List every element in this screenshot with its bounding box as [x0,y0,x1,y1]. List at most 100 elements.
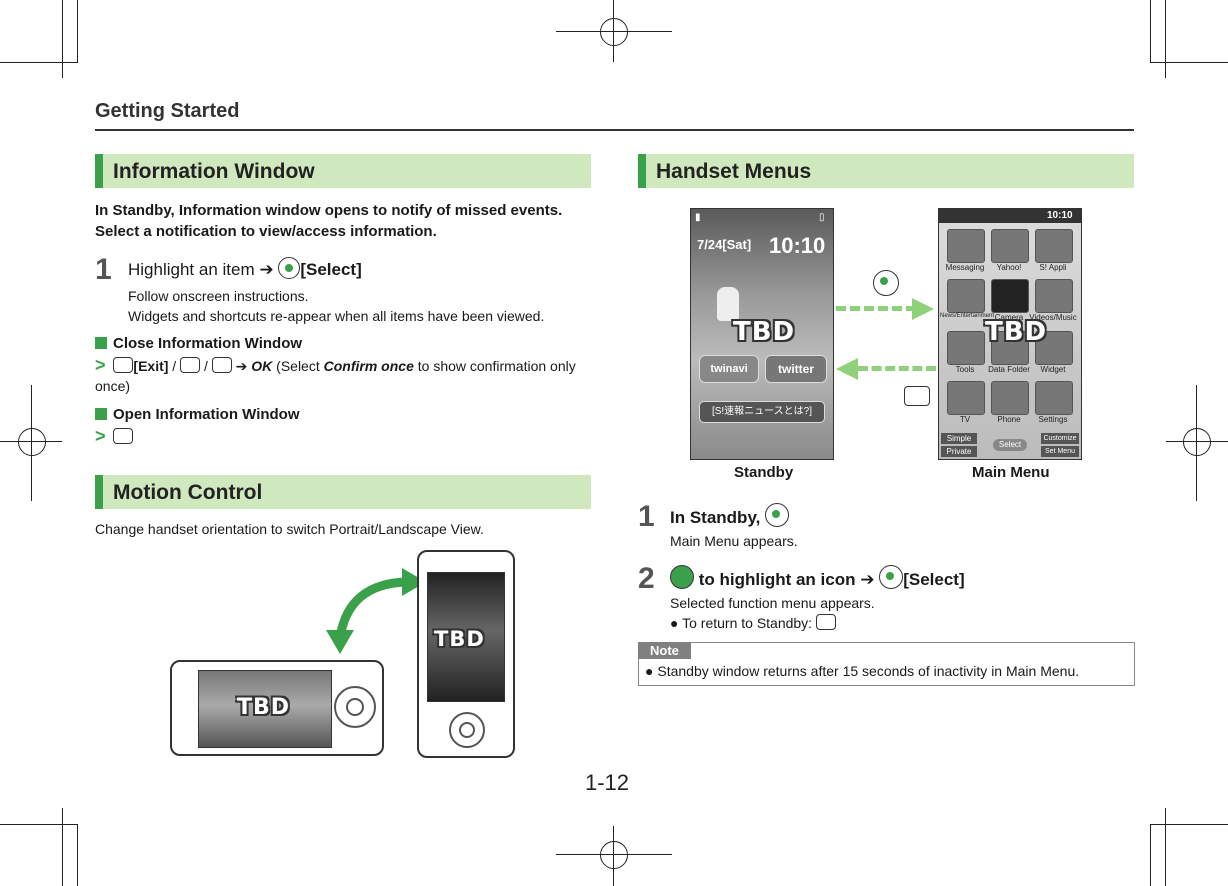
crop-mark [1150,824,1151,886]
note-text: ● Standby window returns after 15 second… [645,661,1079,681]
end-key-icon [211,357,232,373]
step-text: to highlight an icon ➔ [Select] [670,565,965,590]
arrow-right-icon: ➔ [259,260,279,279]
menu-icon-label: S! Appli [1039,263,1067,272]
soft-key-customize[interactable]: Customize [1041,433,1079,444]
twitter-widget[interactable]: twitter [765,355,827,383]
bullet-icon: ● [645,663,654,679]
main-time: 10:10 [1047,210,1073,221]
step-text-main: to highlight an icon [698,570,856,589]
menu-icon[interactable] [991,229,1029,263]
standby-screen: ▮ ▯ 7/24[Sat] 10:10 TBD twinavi twitter … [690,208,834,460]
crop-mark [1150,62,1228,63]
soft-key-private[interactable]: Private [941,446,977,457]
page-number: 1-12 [585,770,630,795]
center-key-icon [873,270,899,296]
step-number: 1 [638,500,655,533]
chevron-right-icon: > [95,355,106,375]
section-bar-marker [95,475,103,509]
end-key-icon [904,386,931,406]
step-sub: Selected function menu appears. [670,595,875,611]
portrait-screen: TBD [427,572,505,702]
signal-icon: ▮ [695,212,701,223]
tbd-placeholder: TBD [434,627,485,651]
info-window-lead: In Standby, Information window opens to … [95,202,563,240]
menu-icon-label: Videos/Music [1029,313,1077,322]
back-dashed-arrow [858,366,936,371]
menu-icon-label: Yahoo! [996,263,1022,272]
menu-icon[interactable] [991,381,1029,415]
close-info-heading-text: Close Information Window [113,335,303,352]
menu-icon-label: Widget [1040,365,1066,374]
clear-key-icon [180,357,201,373]
crop-mark [62,0,63,78]
close-select-prefix: (Select [276,358,324,374]
standby-caption: Standby [734,464,794,481]
menu-icon-label: Phone [997,415,1021,424]
menu-icon[interactable] [947,229,985,263]
forward-dashed-arrow [836,306,916,311]
center-key-icon [278,257,301,279]
crop-mark [1165,808,1166,886]
step-bullet: ● To return to Standby: [670,613,836,633]
end-key-icon [113,428,134,444]
close-info-instructions: > [Exit] / / ➔ OK (Select Confirm once t… [95,355,576,394]
menu-icon[interactable] [1035,331,1073,365]
menu-icon-label: Data Folder [988,365,1030,374]
step-text-main: Highlight an item [128,260,255,279]
step-text: Highlight an item ➔ [Select] [128,257,362,280]
yahoo-key-icon [113,357,134,373]
section-bar-marker [95,154,103,188]
menu-icon[interactable] [947,279,985,313]
arrow-right-icon [912,298,934,320]
open-info-heading: Open Information Window [95,406,300,423]
landscape-phone: TBD [170,660,384,756]
arrow-right-icon: ➔ [860,570,880,589]
tbd-placeholder: TBD [237,695,291,720]
center-key-icon [879,565,904,589]
news-bar[interactable]: [S!速報ニュースとは?] [699,401,825,423]
crop-mark [1165,0,1166,78]
landscape-dpad-center [346,698,364,716]
note-text-content: Standby window returns after 15 seconds … [657,663,1080,679]
multi-selector-icon [670,565,694,589]
step-sub-1: Follow onscreen instructions. [128,288,309,304]
menu-icon-label: Camera [994,313,1024,322]
confirm-once-label: Confirm once [323,358,414,374]
menu-icon[interactable] [947,331,985,365]
soft-key-select[interactable]: Select [993,439,1027,451]
battery-icon: ▯ [819,212,825,223]
section-title: Information Window [113,160,315,183]
running-head-rule [95,129,1134,131]
soft-key-set-menu[interactable]: Set Menu [1041,446,1079,457]
menu-icon[interactable] [1035,381,1073,415]
menu-icon[interactable] [991,279,1029,313]
menu-icon[interactable] [1035,229,1073,263]
menu-icon[interactable] [1035,279,1073,313]
running-head: Getting Started [95,100,240,122]
dog-image [717,287,739,321]
select-label: [Select] [300,260,362,279]
soft-key-simple[interactable]: Simple [941,433,977,444]
ok-label: OK [251,358,273,374]
standby-time: 10:10 [769,233,826,258]
arrow-left-icon [836,358,858,380]
section-title: Handset Menus [656,160,812,183]
menu-icon-label: News/Entertainment [940,313,995,319]
standby-date: 7/24[Sat] [697,237,752,252]
tbd-placeholder: TBD [985,317,1048,347]
step-sub: Main Menu appears. [670,533,798,549]
tbd-placeholder: TBD [733,317,796,347]
menu-icon[interactable] [947,381,985,415]
step-text: In Standby, [670,503,790,528]
registration-circle [18,428,46,456]
twinavi-widget[interactable]: twinavi [699,355,759,383]
crop-mark [1150,0,1151,62]
step-number: 2 [638,562,655,595]
menu-icon-label: Messaging [945,263,985,272]
crop-mark [0,824,78,825]
menu-icon[interactable] [991,331,1029,365]
close-info-heading: Close Information Window [95,335,302,352]
arrow-right-icon: ➔ [235,358,248,374]
